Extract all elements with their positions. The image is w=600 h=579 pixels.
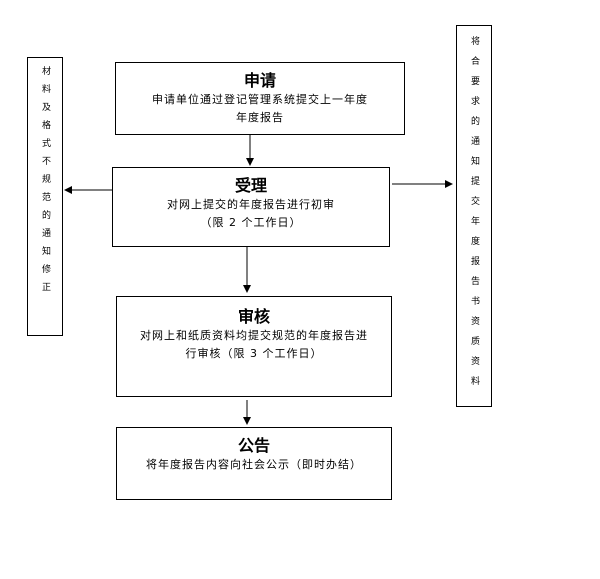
right-note-text: 将合要求的通知提交年度报告书资质资料	[469, 36, 479, 396]
step-publish-title: 公告	[237, 436, 270, 455]
step-publish-box: 公告 将年度报告内容向社会公示（即时办结）	[116, 427, 392, 500]
step-accept-desc-line1: 对网上提交的年度报告进行初审	[167, 198, 335, 211]
step-accept-box: 受理 对网上提交的年度报告进行初审 （限 2 个工作日）	[112, 167, 390, 247]
left-note-box: 材料及格式不规范的通知修正	[27, 57, 63, 336]
step-apply-title: 申请	[243, 71, 276, 90]
step-apply-desc-line2: 年度报告	[236, 111, 284, 124]
step-publish-desc-line1: 将年度报告内容向社会公示（即时办结）	[146, 458, 362, 471]
left-note-text: 材料及格式不规范的通知修正	[40, 66, 50, 300]
step-review-desc-line1: 对网上和纸质资料均提交规范的年度报告进	[140, 329, 368, 342]
step-review-box: 审核 对网上和纸质资料均提交规范的年度报告进 行审核（限 3 个工作日）	[116, 296, 392, 397]
step-review-title: 审核	[237, 307, 270, 326]
step-apply-desc-line1: 申请单位通过登记管理系统提交上一年度	[152, 93, 368, 106]
step-apply-box: 申请 申请单位通过登记管理系统提交上一年度 年度报告	[115, 62, 405, 135]
step-review-desc-line2: 行审核（限 3 个工作日）	[185, 347, 323, 360]
step-accept-desc-line2: （限 2 个工作日）	[200, 216, 302, 229]
right-note-box: 将合要求的通知提交年度报告书资质资料	[456, 25, 492, 407]
step-accept-title: 受理	[234, 176, 267, 195]
